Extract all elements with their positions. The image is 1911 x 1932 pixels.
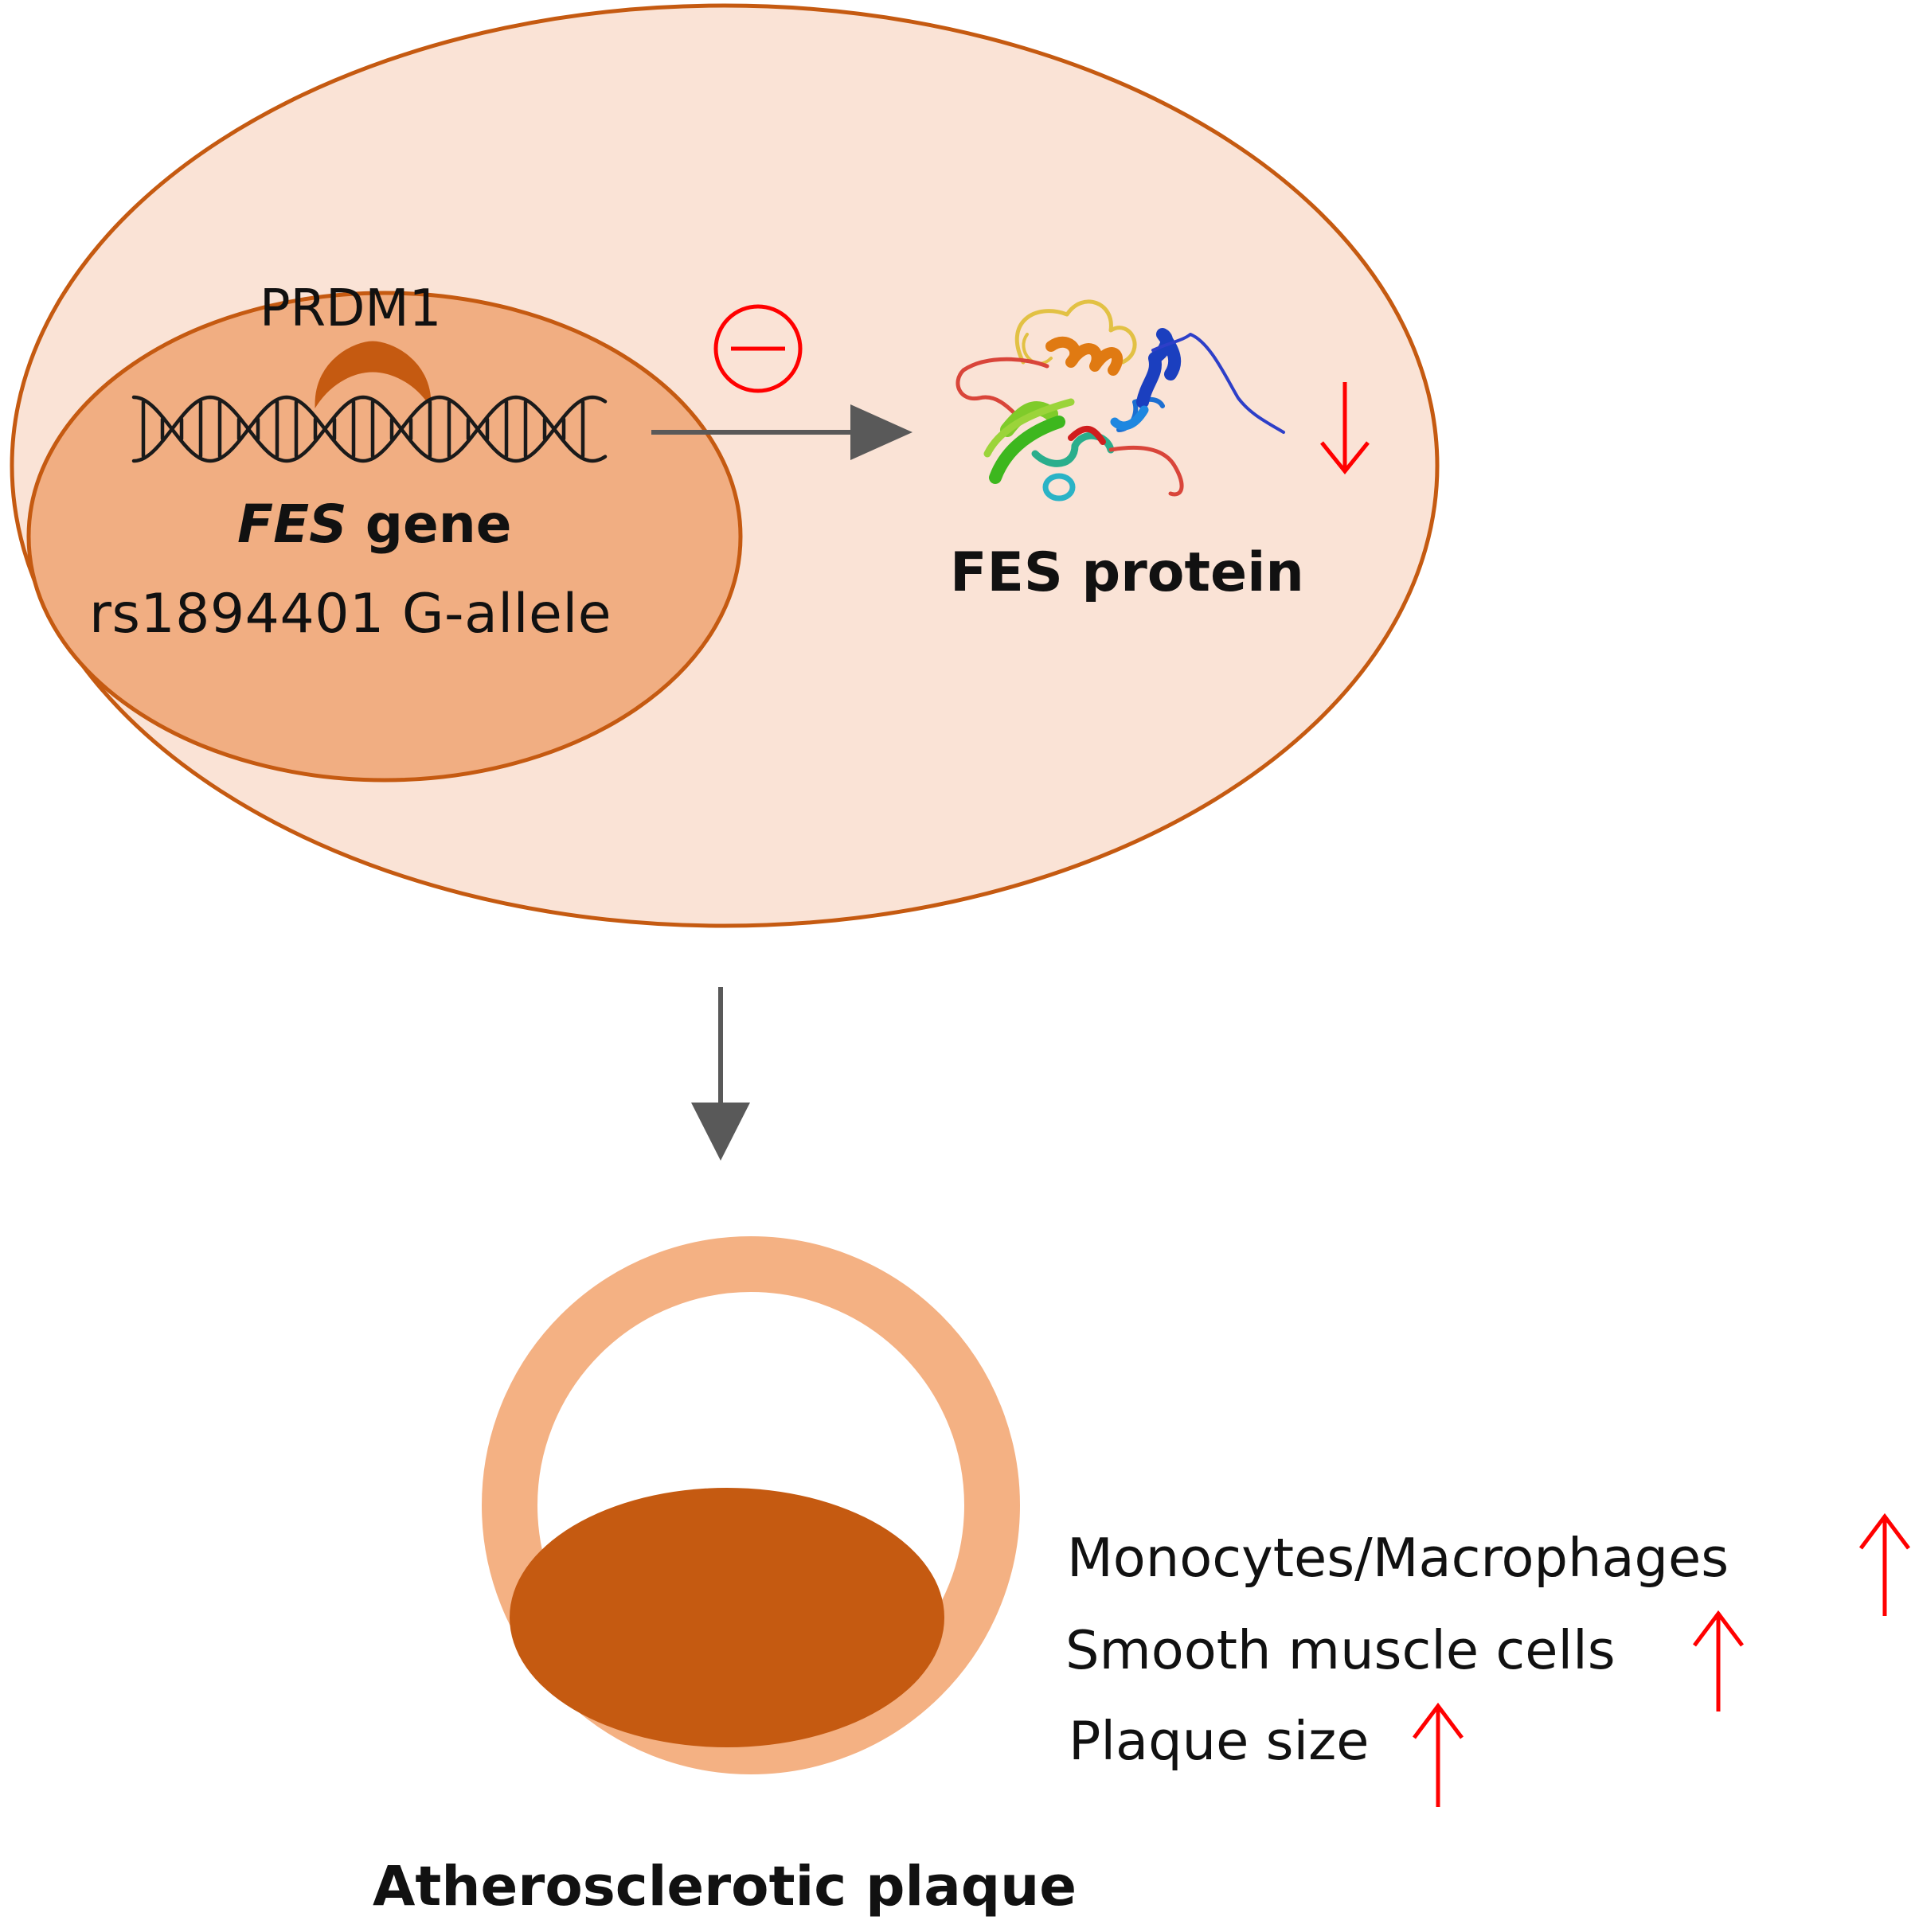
fes-protein-structure-icon xyxy=(956,299,1285,502)
effect-monocytes: Monocytes/Macrophages xyxy=(1067,1527,1729,1589)
outcome-arrow xyxy=(691,987,750,1161)
gene-label: FES gene xyxy=(237,494,511,555)
prdm1-label: PRDM1 xyxy=(260,279,442,338)
effect-increase-arrows xyxy=(1413,1512,1910,1807)
increase-arrow-icon xyxy=(1693,1610,1744,1711)
protein-decrease-arrow xyxy=(1320,382,1370,474)
dna-strand-2 xyxy=(131,395,608,463)
inhibition-icon xyxy=(713,304,803,393)
gene-symbol: FES xyxy=(237,494,347,555)
nucleus xyxy=(26,291,743,783)
dna-strand-1 xyxy=(131,395,608,463)
effect-plaque-size: Plaque size xyxy=(1069,1710,1370,1772)
increase-arrow-icon xyxy=(1859,1512,1910,1616)
dna-helix-icon xyxy=(131,395,608,463)
increase-arrow-icon xyxy=(1413,1702,1464,1807)
plaque-core xyxy=(510,1488,944,1747)
prdm1-crescent-icon xyxy=(315,341,432,408)
variant-label: rs1894401 G-allele xyxy=(89,583,612,646)
expression-arrow xyxy=(651,404,913,460)
gene-word: gene xyxy=(346,494,512,555)
fes-protein-label: FES protein xyxy=(950,541,1304,604)
atherosclerotic-plaque-label: Atherosclerotic plaque xyxy=(373,1855,1077,1918)
effect-smooth-muscle: Smooth muscle cells xyxy=(1065,1619,1616,1681)
